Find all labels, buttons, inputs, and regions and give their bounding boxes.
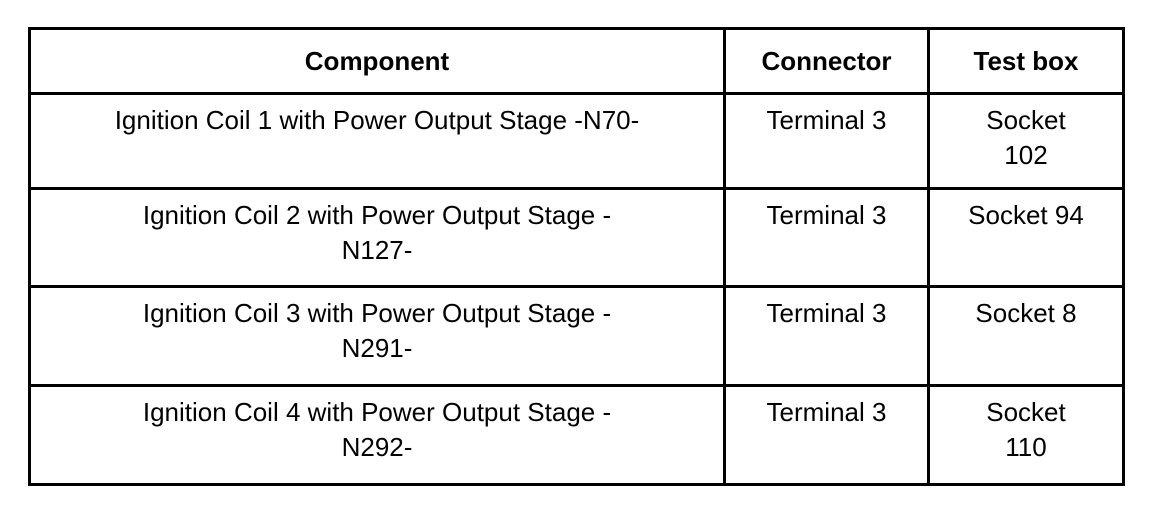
column-header-testbox: Test box <box>927 27 1125 95</box>
testbox-cell: Socket 94 <box>927 187 1125 288</box>
connector-cell: Terminal 3 <box>723 92 930 190</box>
connector-cell: Terminal 3 <box>723 384 930 486</box>
component-text: N292- <box>341 432 413 462</box>
testbox-text: 102 <box>1004 140 1048 170</box>
component-text: Ignition Coil 3 with Power Output Stage … <box>142 298 612 328</box>
table-row: Ignition Coil 1 with Power Output Stage … <box>28 92 1125 190</box>
testbox-text: Socket 8 <box>975 298 1077 328</box>
column-header-connector: Connector <box>723 27 930 95</box>
testbox-text: 110 <box>1005 432 1047 462</box>
testbox-cell: Socket 8 <box>927 285 1125 387</box>
connector-cell: Terminal 3 <box>723 285 930 387</box>
testbox-text: Socket <box>986 397 1066 427</box>
table-row: Ignition Coil 3 with Power Output Stage … <box>28 285 1125 387</box>
component-cell: Ignition Coil 1 with Power Output Stage … <box>28 92 726 190</box>
testbox-text: Socket <box>986 105 1066 135</box>
component-cell: Ignition Coil 3 with Power Output Stage … <box>28 285 726 387</box>
table-row: Ignition Coil 2 with Power Output Stage … <box>28 187 1125 288</box>
component-cell: Ignition Coil 2 with Power Output Stage … <box>28 187 726 288</box>
component-cell: Ignition Coil 4 with Power Output Stage … <box>28 384 726 486</box>
testbox-cell: Socket 102 <box>927 92 1125 190</box>
header-row: Component Connector Test box <box>28 27 1125 95</box>
component-text: Ignition Coil 4 with Power Output Stage … <box>142 397 612 427</box>
connector-cell: Terminal 3 <box>723 187 930 288</box>
component-text: Ignition Coil 2 with Power Output Stage … <box>142 200 612 230</box>
component-text: Ignition Coil 1 with Power Output Stage … <box>114 105 640 135</box>
component-text: N127- <box>341 235 413 265</box>
testbox-text: Socket 94 <box>968 200 1084 230</box>
column-header-component: Component <box>28 27 726 95</box>
component-text: N291- <box>341 333 413 363</box>
table-row: Ignition Coil 4 with Power Output Stage … <box>28 384 1125 486</box>
testbox-cell: Socket 110 <box>927 384 1125 486</box>
component-connector-testbox-table: Component Connector Test box Ignition Co… <box>28 27 1125 486</box>
